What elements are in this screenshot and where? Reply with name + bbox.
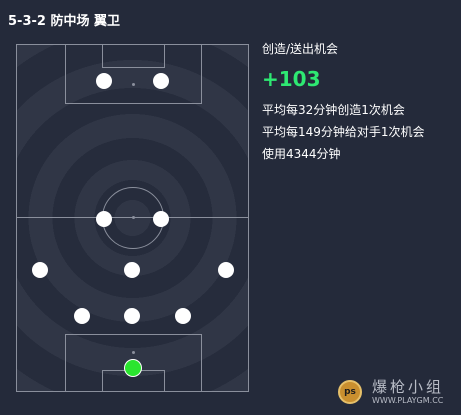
- watermark-url: WWW.PLAYGM.CC: [372, 396, 444, 405]
- player-centre-back-left[interactable]: [74, 308, 90, 324]
- player-defensive-midfielder[interactable]: [124, 262, 140, 278]
- formation-title: 5-3-2 防中场 翼卫: [8, 14, 120, 29]
- watermark-text: 爆枪小组: [372, 378, 445, 396]
- stat-value: +103: [262, 67, 321, 91]
- stat-line-give-rate: 平均每149分钟给对手1次机会: [262, 125, 425, 139]
- centre-spot: [132, 216, 135, 219]
- stat-line-create-rate: 平均每32分钟创造1次机会: [262, 103, 405, 117]
- stat-label: 创造/送出机会: [262, 42, 339, 56]
- stats-panel: 创造/送出机会 +103 平均每32分钟创造1次机会 平均每149分钟给对手1次…: [262, 40, 457, 165]
- stat-line-minutes-used: 使用4344分钟: [262, 147, 341, 161]
- watermark-logo-icon: ps: [338, 380, 362, 404]
- player-midfielder-left[interactable]: [96, 211, 112, 227]
- player-goalkeeper[interactable]: [125, 360, 141, 376]
- football-pitch: [16, 44, 249, 392]
- site-watermark: ps 爆枪小组 WWW.PLAYGM.CC: [332, 374, 457, 410]
- bottom-penalty-area: [65, 334, 202, 391]
- player-centre-back-middle[interactable]: [124, 308, 140, 324]
- player-midfielder-right[interactable]: [153, 211, 169, 227]
- top-goal-area: [102, 45, 165, 68]
- player-striker-left[interactable]: [96, 73, 112, 89]
- bottom-penalty-spot: [132, 351, 135, 354]
- top-penalty-spot: [132, 83, 135, 86]
- player-centre-back-right[interactable]: [175, 308, 191, 324]
- top-penalty-area: [65, 45, 202, 104]
- player-wingback-right[interactable]: [218, 262, 234, 278]
- player-wingback-left[interactable]: [32, 262, 48, 278]
- player-striker-right[interactable]: [153, 73, 169, 89]
